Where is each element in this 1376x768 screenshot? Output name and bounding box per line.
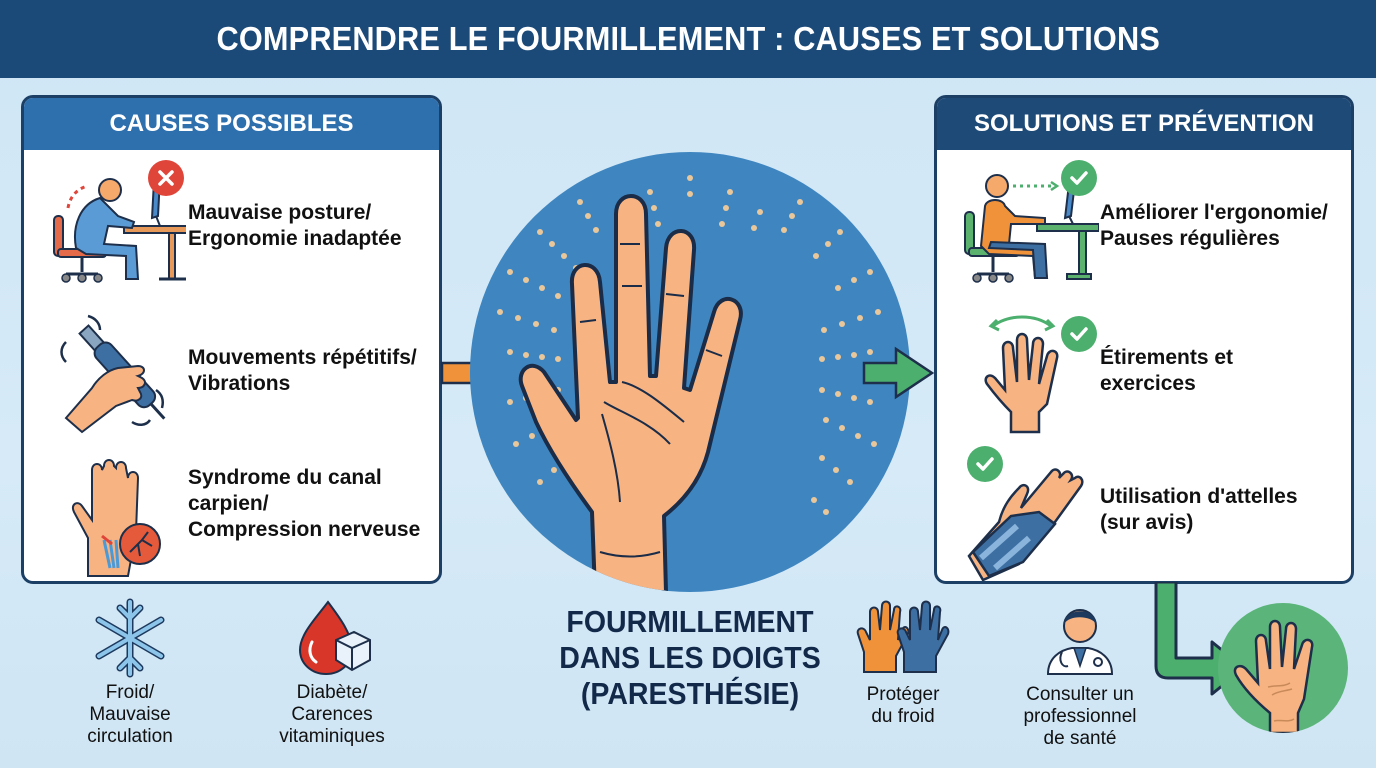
snowflake-icon [60, 598, 200, 678]
blood-drop-sugar-icon [262, 598, 402, 678]
good-ergonomics-icon [959, 156, 1099, 286]
cause-item-posture: Mauvaise posture/ Ergonomie inadaptée [24, 156, 439, 306]
vibrating-tool-icon [46, 308, 186, 438]
gloves-icon [848, 600, 958, 676]
wrist-splint-icon [959, 452, 1099, 581]
page-title: COMPRENDRE LE FOURMILLEMENT : CAUSES ET … [216, 20, 1160, 57]
extra-cause-cold: Froid/ Mauvaise circulation [60, 598, 200, 748]
cause-item-carpal-tunnel: Syndrome du canal carpien/ Compression n… [24, 452, 439, 581]
causes-panel: CAUSES POSSIBLES [21, 95, 442, 584]
cause-label: Mauvaise posture/ Ergonomie inadaptée [188, 201, 402, 250]
cause-item-vibrations: Mouvements répétitifs/ Vibrations [24, 308, 439, 458]
solution-item-ergonomics: Améliorer l'ergonomie/ Pauses régulières [937, 156, 1351, 306]
doctor-icon [1010, 596, 1150, 676]
healthy-hand-icon [1218, 603, 1348, 733]
cause-label: Syndrome du canal carpien/ Compression n… [188, 466, 421, 541]
solution-item-splint: Utilisation d'attelles (sur avis) [937, 446, 1351, 581]
solution-label: Améliorer l'ergonomie/ Pauses régulières [1100, 201, 1328, 250]
check-badge-icon [1061, 316, 1097, 352]
check-badge-icon [967, 446, 1003, 482]
extra-cause-label: Diabète/ Carences vitaminiques [279, 682, 385, 747]
x-mark-badge-icon [148, 160, 184, 196]
carpal-tunnel-icon [46, 452, 186, 581]
tingling-hand-icon [497, 175, 881, 592]
extra-cause-label: Froid/ Mauvaise circulation [87, 682, 173, 747]
cause-label: Mouvements répétitifs/ Vibrations [188, 346, 417, 395]
center-label: FOURMILLEMENT DANS LES DOIGTS (PARESTHÉS… [559, 604, 821, 711]
extra-solution-doctor: Consulter un professionnel de santé [1010, 596, 1150, 750]
extra-solution-gloves: Protéger du froid [848, 600, 958, 728]
tingling-hand-circle [470, 152, 910, 592]
solutions-panel: SOLUTIONS ET PRÉVENTION [934, 95, 1354, 584]
extra-solution-label: Consulter un professionnel de santé [1023, 684, 1137, 749]
stretching-hand-icon [959, 308, 1099, 438]
title-bar: COMPRENDRE LE FOURMILLEMENT : CAUSES ET … [0, 0, 1376, 78]
solution-item-stretching: Étirements et exercices [937, 308, 1351, 458]
solution-label: Étirements et exercices [1100, 346, 1234, 395]
check-badge-icon [1061, 160, 1097, 196]
extra-cause-diabetes: Diabète/ Carences vitaminiques [262, 598, 402, 748]
causes-heading: CAUSES POSSIBLES [24, 98, 439, 150]
bad-posture-icon [46, 156, 186, 286]
extra-solution-label: Protéger du froid [866, 684, 940, 727]
solutions-heading: SOLUTIONS ET PRÉVENTION [937, 98, 1351, 150]
symptom-to-solution-arrow-icon [862, 345, 936, 401]
solution-label: Utilisation d'attelles (sur avis) [1100, 485, 1298, 534]
